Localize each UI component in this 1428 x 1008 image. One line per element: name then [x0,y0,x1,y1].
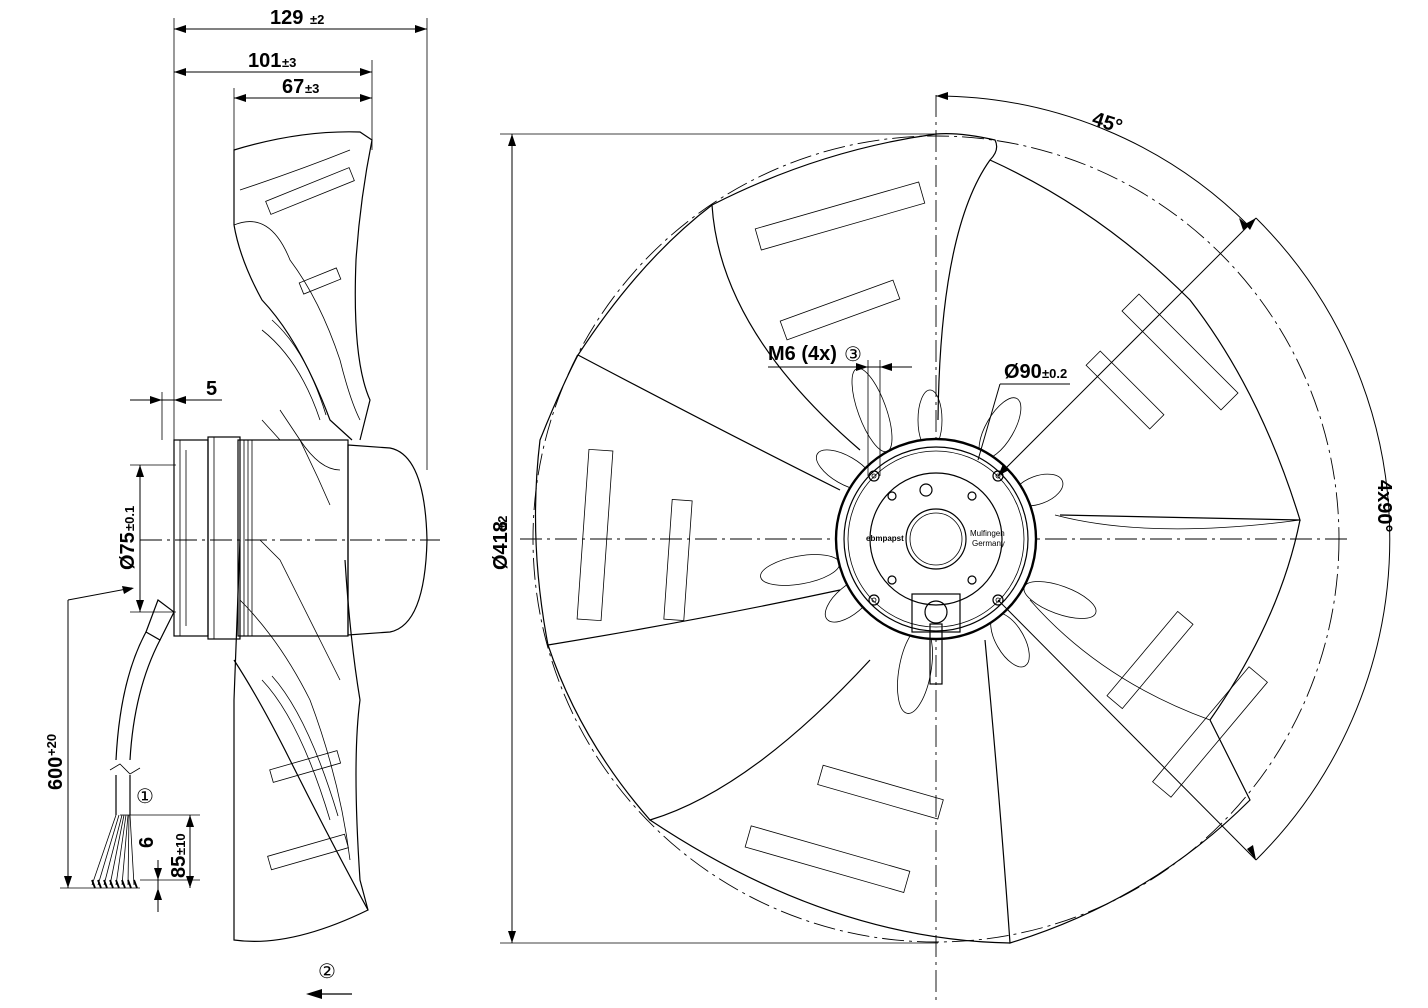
dim-diameter-75: Ø75 ±0.1 [117,464,176,613]
dim-overall-diameter: Ø418 ±2 [490,133,938,944]
airflow-arrow [306,989,352,999]
dim-depth-67: 67 ±3 [234,76,372,102]
dim-depth-101: 101 ±3 [174,50,372,76]
motor-origin-line1: Mulfingen [970,529,1005,538]
dim-overall-diameter-value: Ø418 [490,521,512,570]
side-view: 129 ±2 101 ±3 67 ±3 5 [44,7,440,999]
dim-strip-85-tol: ±10 [173,833,188,855]
dim-angle-45-value: 45° [1089,108,1125,138]
thread-label: M6 (4x) ③ [768,342,912,476]
thread-label-text: M6 (4x) [768,343,837,365]
motor-front: ebmpapst Mulfingen Germany [834,437,1038,685]
dim-depth-101-tol: ±3 [282,55,296,70]
dim-strip-85-value: 85 [168,856,190,878]
dim-depth-67-value: 67 [282,76,304,98]
mounting-holes [868,470,1004,606]
motor-brand: ebmpapst [866,534,904,543]
dim-cable-length-tol: +20 [44,734,59,756]
dim-overall-diameter-tol: ±2 [495,516,510,530]
blade-side-lower [233,539,369,942]
callout-1: ① [136,784,154,808]
callout-2: ② [318,959,336,983]
dim-hole-circle-tol: ±0.2 [1042,366,1067,381]
dim-overall-depth-value: 129 [270,7,303,29]
dim-depth-101-value: 101 [248,50,281,72]
dim-flange-value: 5 [206,378,217,400]
dim-diameter-75-value: Ø75 [117,532,139,570]
dim-hole-circle: Ø90 ±0.2 [977,217,1257,477]
dim-cable-length-value: 600 [45,757,67,790]
dim-overall-depth-tol: ±2 [310,12,324,27]
cable-side [91,599,175,889]
dim-angle-4x90: 4x90° [997,217,1395,861]
blades-front [534,133,1301,944]
dim-strip: 6 85 ±10 [120,814,200,912]
dim-overall-depth: 129 ±2 [174,7,427,33]
blade-side-upper [233,131,373,506]
dim-angle-45: 45° [935,92,1250,230]
dim-diameter-75-tol: ±0.1 [122,506,137,531]
dim-cable-length: 600 +20 [44,586,140,889]
dim-hole-circle-value: Ø90 [1004,361,1042,383]
dim-flange: 5 [130,378,222,404]
dim-depth-67-tol: ±3 [305,81,319,96]
front-view: Ø418 ±2 [490,92,1395,1000]
dim-angle-4x90-value: 4x90° [1373,480,1395,533]
motor-body-side [173,436,428,640]
motor-origin-line2: Germany [972,539,1005,548]
callout-3: ③ [844,342,862,366]
dim-strip-6-value: 6 [136,837,158,848]
